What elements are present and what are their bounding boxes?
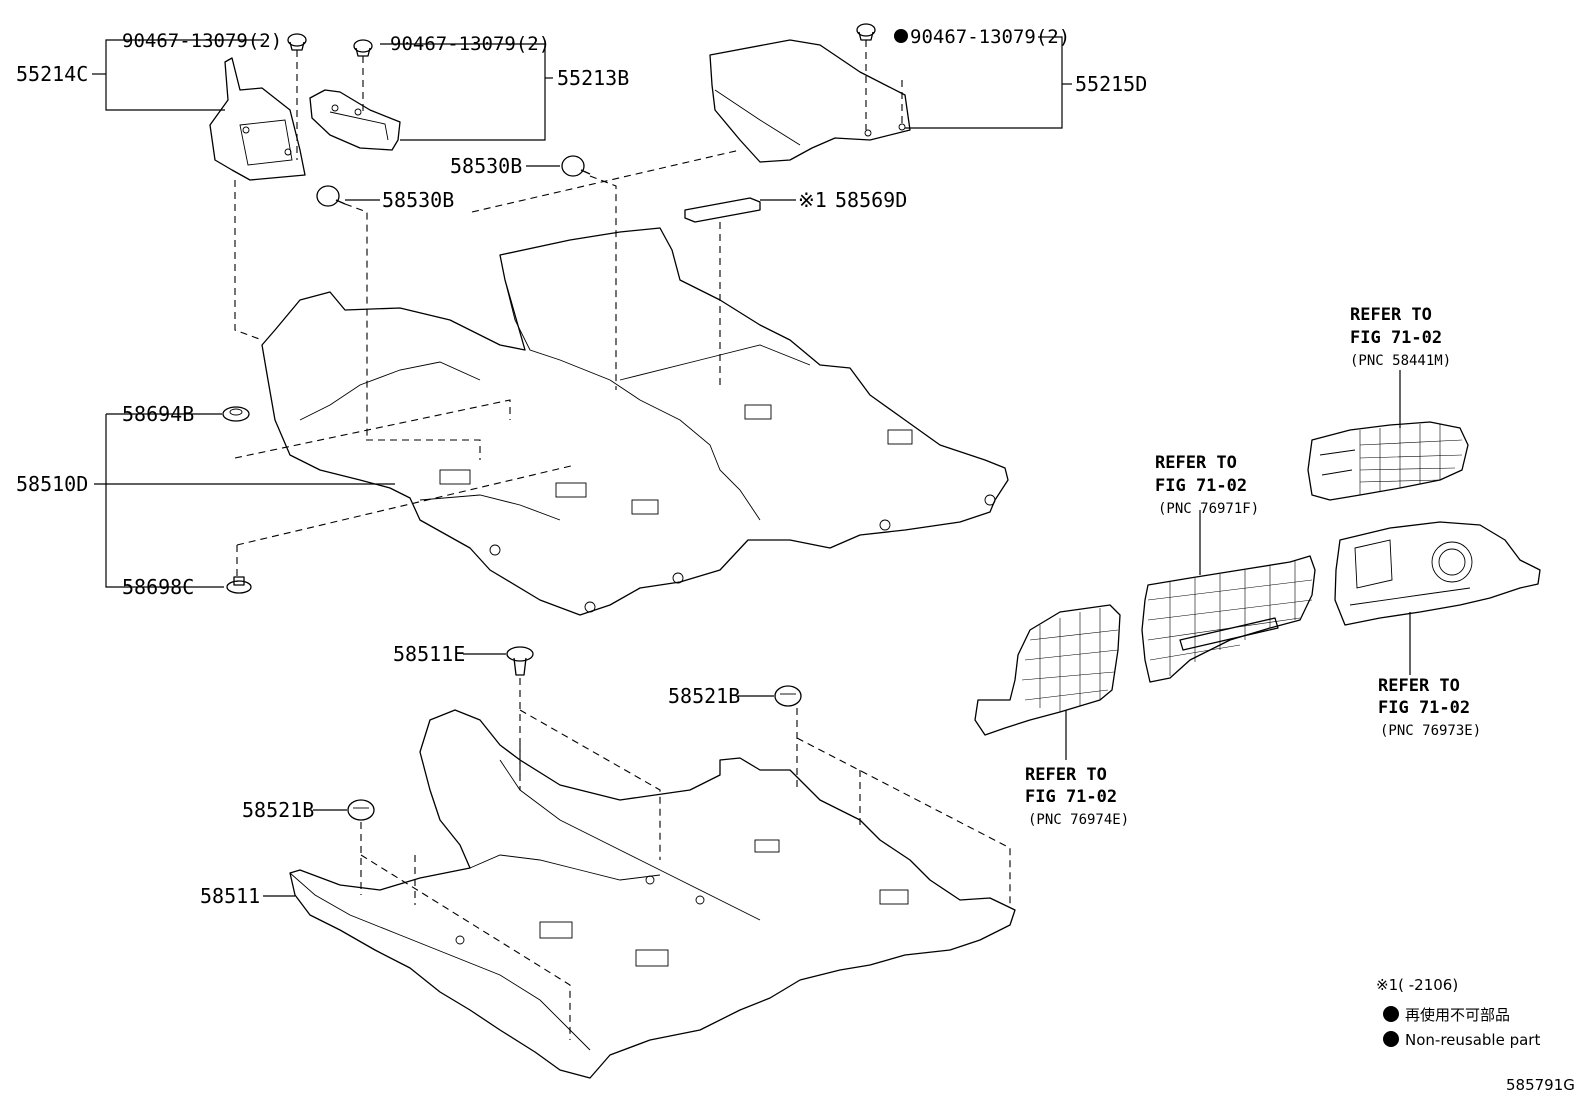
part-58510d-illustration xyxy=(261,227,1009,616)
label-58521b-left: 58521B xyxy=(242,798,314,822)
part-55215d-illustration xyxy=(709,39,911,163)
clip-icon xyxy=(856,23,876,41)
legend: ※1( -2106) 再使用不可部品 Non-reusable part xyxy=(1376,976,1540,1049)
non-reusable-marker-icon xyxy=(894,29,908,43)
refer-to-76973e: REFER TO FIG 71-02 (PNC 76973E) xyxy=(1378,676,1481,739)
refer-line1: REFER TO xyxy=(1350,305,1432,325)
clip-icon xyxy=(353,39,373,57)
label-55213b: 55213B xyxy=(557,66,629,90)
label-58694b: 58694B xyxy=(122,402,194,426)
part-55214c-illustration xyxy=(209,57,306,181)
trim-panel-76973e xyxy=(1334,521,1541,626)
label-90467-13079-a: 90467-13079(2) xyxy=(122,30,282,52)
trim-panel-76974e xyxy=(974,604,1121,736)
part-55213b-illustration xyxy=(309,89,401,151)
label-58521b-right: 58521B xyxy=(668,684,740,708)
clip-icon xyxy=(287,33,307,51)
label-58698c: 58698C xyxy=(122,575,194,599)
legend-note1: ※1( -2106) xyxy=(1376,976,1458,994)
legend-non-reusable-en: Non-reusable part xyxy=(1405,1031,1540,1049)
refer-to-76971f: REFER TO FIG 71-02 (PNC 76971F) xyxy=(1155,453,1259,517)
label-90467-13079-b: 90467-13079(2) xyxy=(390,33,550,55)
refer-line2: FIG 71-02 xyxy=(1025,787,1117,807)
refer-pnc: (PNC 76973E) xyxy=(1380,723,1481,739)
label-58530b-right: 58530B xyxy=(450,154,522,178)
refer-line1: REFER TO xyxy=(1155,453,1237,473)
refer-pnc: (PNC 76974E) xyxy=(1028,812,1129,828)
refer-pnc: (PNC 76971F) xyxy=(1158,501,1259,517)
label-58569d: 58569D xyxy=(835,188,907,212)
refer-line1: REFER TO xyxy=(1025,765,1107,785)
refer-line1: REFER TO xyxy=(1378,676,1460,696)
grommet-icon xyxy=(226,576,252,594)
non-reusable-marker-icon xyxy=(1383,1006,1399,1022)
refer-line2: FIG 71-02 xyxy=(1155,476,1247,496)
refer-to-58441m: REFER TO FIG 71-02 (PNC 58441M) xyxy=(1350,305,1451,369)
label-58569d-prefix: ※1 xyxy=(798,188,827,212)
label-58511: 58511 xyxy=(200,884,260,908)
part-58511-illustration xyxy=(289,709,1016,1079)
push-clip-icon xyxy=(561,155,591,177)
label-55215d: 55215D xyxy=(1075,72,1147,96)
label-58511e: 58511E xyxy=(393,642,465,666)
legend-non-reusable-jp: 再使用不可部品 xyxy=(1405,1006,1510,1024)
non-reusable-marker-icon xyxy=(1383,1031,1399,1047)
label-58510d: 58510D xyxy=(16,472,88,496)
retainer-clip-icon xyxy=(774,685,802,707)
push-clip-icon xyxy=(316,185,346,207)
refer-to-76974e: REFER TO FIG 71-02 (PNC 76974E) xyxy=(1025,765,1129,828)
grommet-icon xyxy=(222,406,250,422)
label-58530b-left: 58530B xyxy=(382,188,454,212)
retainer-clip-icon xyxy=(347,799,375,821)
push-clip-icon xyxy=(506,646,534,676)
label-90467-13079-c: 90467-13079(2) xyxy=(910,26,1070,48)
refer-line2: FIG 71-02 xyxy=(1378,698,1470,718)
label-55214c: 55214C xyxy=(16,62,88,86)
refer-line2: FIG 71-02 xyxy=(1350,328,1442,348)
part-58569d-illustration xyxy=(684,197,761,223)
refer-pnc: (PNC 58441M) xyxy=(1350,353,1451,369)
diagram-code: 585791G xyxy=(1506,1076,1575,1094)
trim-panel-58441m xyxy=(1307,421,1469,501)
trim-panel-76971f xyxy=(1141,555,1316,683)
